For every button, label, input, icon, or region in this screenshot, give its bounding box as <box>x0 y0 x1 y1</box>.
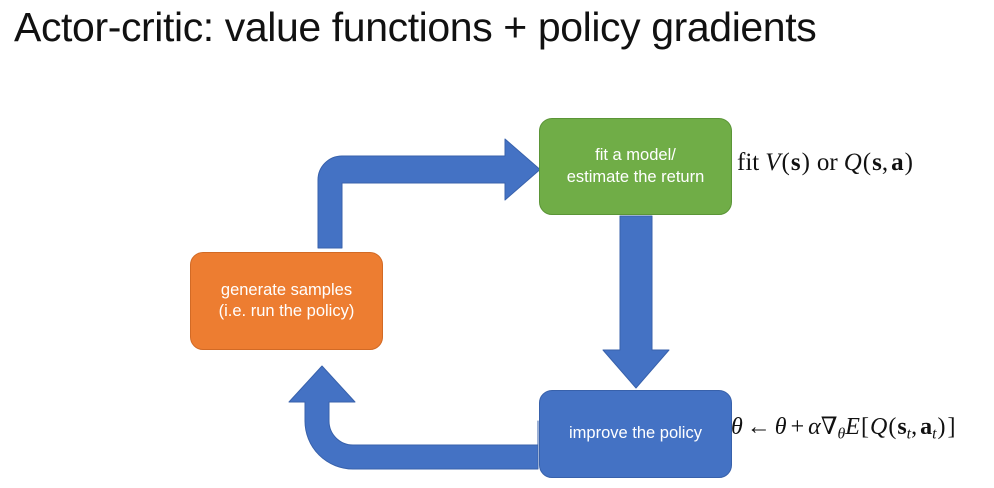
annotation-update-assign-arrow-icon: ← <box>746 414 771 440</box>
annotation-fit-q-state-symbol: s <box>872 149 882 176</box>
annotation-fit-prefix: fit <box>737 149 760 176</box>
annotation-update-lparen: ( <box>888 414 897 440</box>
node-fit-a-model[interactable]: fit a model/ estimate the return <box>539 118 732 215</box>
annotation-fit-q-action-symbol: a <box>891 149 904 176</box>
annotation-update-state-subscript: t <box>906 425 912 443</box>
annotation-update-theta-lhs: θ <box>731 414 743 440</box>
node-fit-a-model-label: fit a model/ estimate the return <box>566 146 705 186</box>
annotation-update-plus: + <box>790 414 805 440</box>
annotation-update-expectation-symbol: E <box>845 414 860 440</box>
annotation-update-action-subscript: t <box>932 425 937 443</box>
annotation-update-alpha: α <box>808 414 821 440</box>
annotation-update-nabla-icon: ∇ <box>820 414 838 440</box>
annotation-fit-Q-symbol: Q <box>843 149 862 176</box>
annotation-update-state-symbol: s <box>897 414 907 440</box>
annotation-policy-gradient-update: θ←θ+α∇θE[Q(st,at)] <box>731 412 956 443</box>
arrow-improve-to-generate <box>288 365 539 470</box>
annotation-update-comma: , <box>911 414 918 440</box>
annotation-update-rparen: ) <box>937 414 946 440</box>
annotation-fit-V-symbol: V <box>765 149 781 176</box>
annotation-update-nabla-subscript: θ <box>837 425 846 443</box>
node-generate-samples[interactable]: generate samples (i.e. run the policy) <box>190 252 383 350</box>
annotation-fit-conjunction: or <box>816 149 838 176</box>
node-improve-the-policy-label: improve the policy <box>569 424 702 443</box>
annotation-fit-state-symbol: s <box>790 149 801 176</box>
annotation-fit-comma: , <box>881 149 889 176</box>
annotation-update-theta-rhs: θ <box>774 414 787 440</box>
node-generate-samples-label: generate samples (i.e. run the policy) <box>218 280 355 320</box>
page-title: Actor-critic: value functions + policy g… <box>14 4 817 50</box>
annotation-update-lbracket: [ <box>860 414 869 440</box>
annotation-fit-rparen-1: ) <box>801 149 810 176</box>
annotation-update-action-symbol: a <box>920 414 933 440</box>
annotation-update-Q-symbol: Q <box>869 414 888 440</box>
annotation-fit-lparen-1: ( <box>781 149 790 176</box>
arrow-fit-to-improve <box>602 215 670 389</box>
annotation-update-rbracket: ] <box>947 414 956 440</box>
annotation-fit-lparen-2: ( <box>862 149 872 176</box>
annotation-fit-rparen-2: ) <box>904 149 913 176</box>
arrow-generate-to-fit <box>317 138 541 249</box>
node-improve-the-policy[interactable]: improve the policy <box>539 390 732 478</box>
